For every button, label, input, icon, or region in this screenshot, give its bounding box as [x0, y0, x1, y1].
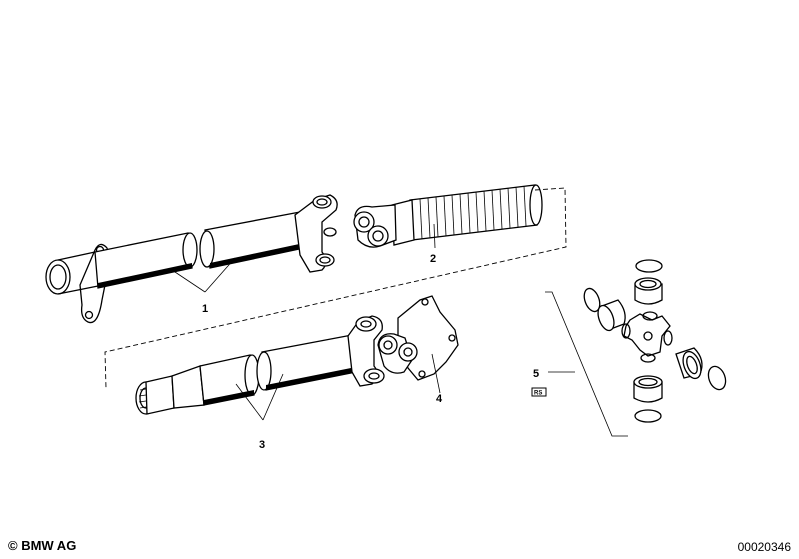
- rs-badge: [531, 387, 547, 397]
- callout-label-3: 3: [259, 439, 265, 451]
- copyright-text: © BMW AG: [8, 538, 77, 553]
- assembly-line-upper: [104, 187, 567, 389]
- callout-label-2: 2: [430, 253, 436, 265]
- part-3-drive-shaft-lower: 3: [135, 315, 385, 451]
- callout-label-4: 4: [436, 393, 443, 405]
- callout-label-5: 5: [533, 368, 539, 380]
- diagram-number: 00020346: [737, 540, 791, 554]
- callout-label-1: 1: [202, 303, 208, 315]
- part-1-drive-shaft-upper: 1: [45, 194, 338, 324]
- part-2-sliding-yoke: 2: [353, 184, 543, 265]
- rs-badge-text: RS: [534, 391, 542, 397]
- part-5-universal-joint-kit: 5 RS: [531, 259, 727, 437]
- part-4-flange-yoke: 4: [377, 295, 459, 405]
